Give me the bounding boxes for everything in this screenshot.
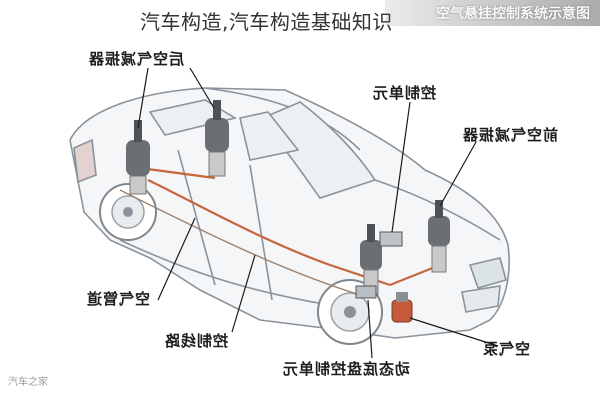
control-line-path <box>119 189 361 296</box>
side-window-front <box>239 111 300 161</box>
label-control-line: 控制线路 <box>164 332 229 350</box>
front-air-spring-right <box>428 200 450 273</box>
taillight <box>73 138 97 184</box>
leader-air-pipe <box>157 217 196 301</box>
air-pipe-main <box>147 179 391 287</box>
rear-air-spring-right <box>205 100 229 177</box>
page-title: 汽车构造,汽车构造基础知识 <box>140 10 393 34</box>
label-control-unit: 控制单元 <box>372 84 437 102</box>
label-air-pump: 空气泵 <box>482 340 531 358</box>
control-unit-box <box>379 231 403 247</box>
leader-air-pump <box>409 317 499 347</box>
dynamic-chassis-unit-box <box>355 285 377 299</box>
side-sill <box>119 239 331 306</box>
car-body <box>69 87 510 339</box>
door-line-1 <box>177 149 216 286</box>
leader-front-air-spring <box>439 141 477 207</box>
leader-rear-air-spring-1 <box>137 67 149 129</box>
headlight <box>468 257 507 289</box>
air-pipe-rear-left <box>139 166 216 180</box>
corner-banner-text: 空气悬挂控制系统示意图 <box>436 6 590 22</box>
label-rear-air-spring: 后空气减振器 <box>88 50 185 68</box>
label-front-air-spring: 前空气减振器 <box>462 126 559 144</box>
rear-wheel <box>99 183 157 241</box>
label-air-pipe: 空气管道 <box>86 290 151 308</box>
label-dynamic-chassis-control-unit: 动态底盘控制单元 <box>282 360 411 378</box>
watermark: 汽车之家 <box>8 377 48 388</box>
leader-dynamic-chassis-unit <box>367 299 373 359</box>
air-pump-body <box>391 292 413 323</box>
car-body-outline <box>69 87 510 339</box>
leader-control-unit <box>391 101 411 233</box>
grille <box>461 285 501 313</box>
rear-air-spring-left <box>126 120 150 195</box>
leader-lines <box>137 67 499 359</box>
leader-rear-air-spring-2 <box>189 67 215 109</box>
leader-control-line <box>231 254 256 333</box>
door-line-2 <box>249 164 273 301</box>
corner-banner: 空气悬挂控制系统示意图 <box>385 0 600 26</box>
